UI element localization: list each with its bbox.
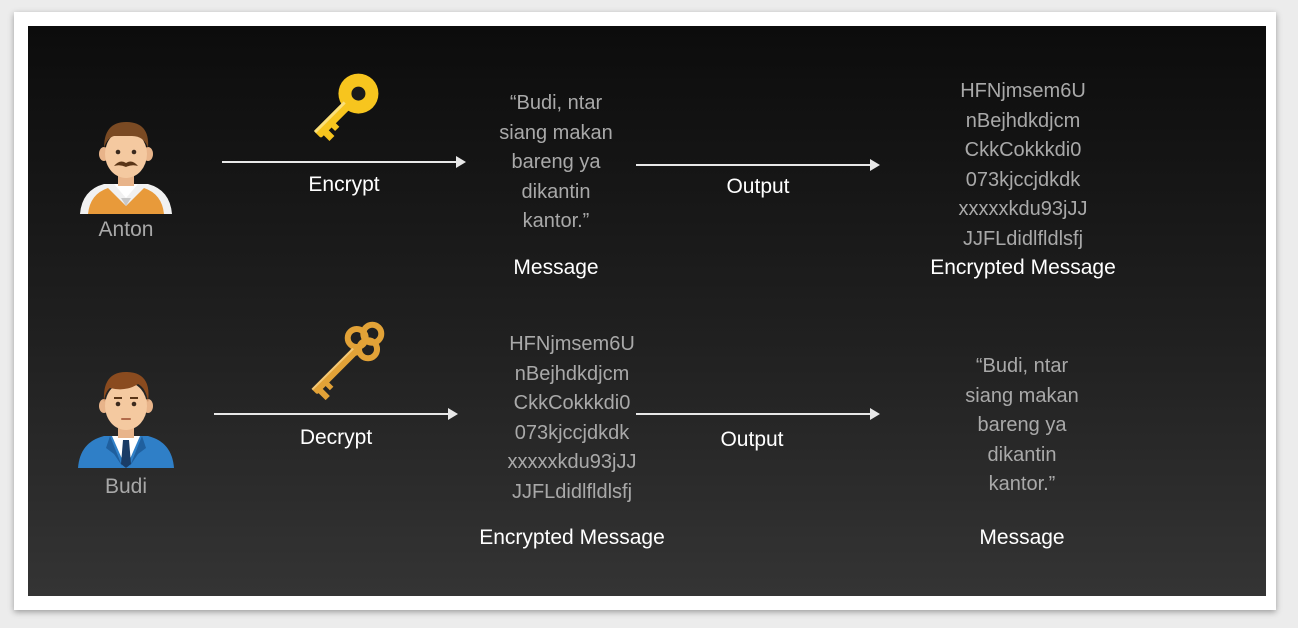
output-label: Output [720,428,784,451]
message-caption: Message [979,526,1065,549]
message-line: “Budi, ntar [975,355,1069,377]
cipher-line: 073kjccjdkdk [514,421,630,444]
decrypt-label: Decrypt [299,426,373,449]
message-caption: Message [513,256,599,279]
budi-avatar-icon [78,372,174,468]
output-arrow [636,159,880,171]
message-line: bareng ya [511,151,601,173]
arrow-head-icon [456,156,466,168]
message-line: siang makan [965,384,1079,407]
message-line: dikantin [987,443,1057,466]
gold-key-icon [313,73,379,141]
cipher-line: nBejhdkdjcm [514,362,630,385]
receiver-name: Budi [104,475,148,498]
arrow-head-icon [870,159,880,171]
message-line: kantor.” [988,473,1056,495]
message-line: bareng ya [977,414,1067,436]
encrypted-message-caption: Encrypted Message [930,256,1116,279]
cipher-line: xxxxxkdu93jJJ [507,451,637,473]
cipher-line: CkkCokkkdi0 [964,139,1082,161]
cipher-text: HFNjmsem6U nBejhdkdjcm CkkCokkkdi0 073kj… [913,77,1133,254]
cipher-line: 073kjccjdkdk [965,168,1081,191]
cipher-text: HFNjmsem6U nBejhdkdjcm CkkCokkkdi0 073kj… [462,330,682,507]
message-line: dikantin [521,180,591,203]
plain-message-text: “Budi, ntar siang makan bareng ya dikant… [942,352,1102,500]
cipher-line: JJFLdidlfldlsfj [511,480,633,503]
encrypt-label: Encrypt [308,173,380,196]
message-line: kantor.” [522,210,590,232]
message-line: siang makan [499,121,613,144]
cipher-line: xxxxxkdu93jJJ [958,198,1088,220]
sender-name: Anton [98,218,154,241]
output-label: Output [726,175,790,198]
plain-message-text: “Budi, ntar siang makan bareng ya dikant… [476,89,636,237]
cipher-line: HFNjmsem6U [509,333,635,355]
ornate-key-icon [311,321,385,401]
encrypt-arrow [222,156,466,168]
anton-avatar-icon [80,122,172,214]
decrypt-arrow [214,408,458,420]
cipher-line: nBejhdkdjcm [965,109,1081,132]
arrow-head-icon [448,408,458,420]
encryption-diagram-slide: Anton Encrypt “Budi, ntar siang makan ba… [28,26,1266,596]
arrow-head-icon [870,408,880,420]
message-line: “Budi, ntar [509,92,603,114]
cipher-line: CkkCokkkdi0 [513,392,631,414]
output-arrow [636,408,880,420]
cipher-line: HFNjmsem6U [960,80,1086,102]
encrypted-message-caption: Encrypted Message [479,526,665,549]
cipher-line: JJFLdidlfldlsfj [962,227,1084,250]
